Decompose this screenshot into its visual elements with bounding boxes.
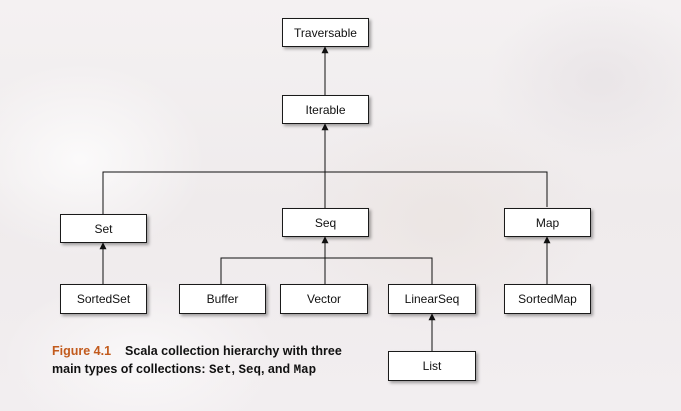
node-vector: Vector [280, 284, 368, 314]
caption-sep-1: , [231, 362, 239, 376]
node-traversable: Traversable [282, 18, 369, 47]
node-list: List [388, 351, 476, 381]
caption-code-map: Map [293, 363, 317, 377]
node-sortedset: SortedSet [60, 284, 147, 314]
node-buffer: Buffer [179, 284, 266, 314]
caption-code-seq: Seq [238, 363, 261, 377]
node-sortedmap: SortedMap [504, 284, 591, 314]
node-iterable: Iterable [282, 95, 369, 124]
edge-children-seq [220, 257, 433, 284]
node-map: Map [504, 208, 591, 237]
node-linearseq: LinearSeq [388, 284, 476, 314]
node-seq: Seq [282, 208, 369, 237]
node-set: Set [60, 214, 147, 243]
caption-text: Scala collection hierarchy with three ma… [52, 344, 342, 376]
caption-sep-2: , and [260, 362, 294, 376]
caption-code-set: Set [208, 363, 232, 377]
figure-label: Figure 4.1 [52, 344, 112, 358]
